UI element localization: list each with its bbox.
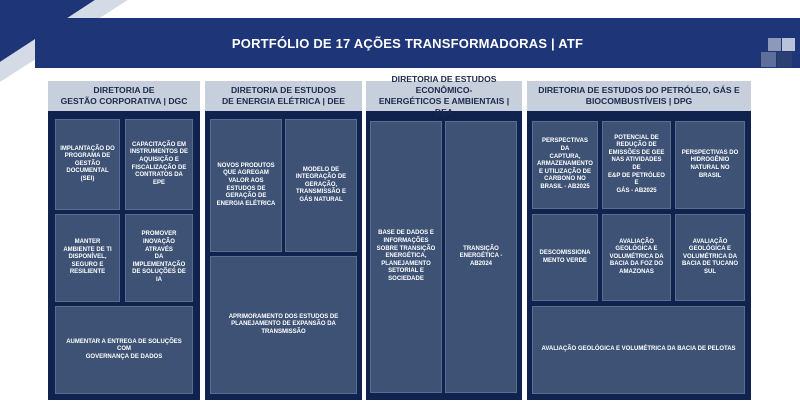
action-card: AUMENTAR A ENTREGA DE SOLUÇÕES COM GOVER…: [55, 306, 193, 394]
action-card: IMPLANTAÇÃO DO PROGRAMA DE GESTÃO DOCUME…: [55, 119, 120, 210]
action-card: PROMOVER INOVAÇÃO ATRAVÉS DA IMPLEMENTAÇ…: [125, 214, 193, 302]
column-header: DIRETORIA DE ESTUDOS DO PETRÓLEO, GÁS E …: [527, 81, 751, 113]
decorative-square: [761, 52, 776, 67]
decorative-square: [777, 52, 792, 67]
action-card: POTENCIAL DE REDUÇÃO DE EMISSÕES DE GEE …: [602, 121, 671, 209]
action-card: CAPACITAÇÃO EM INSTRUMENTOS DE AQUISIÇÃO…: [125, 119, 193, 210]
action-card: MANTER AMBIENTE DE TI DISPONÍVEL, SEGURO…: [55, 214, 120, 302]
action-card: DESCOMISSIONA MENTO VERDE: [532, 214, 598, 301]
decorative-square: [768, 38, 781, 51]
action-card: AVALIAÇÃO GEOLÓGICA E VOLUMÉTRICA DA BAC…: [602, 214, 671, 301]
action-card: AVALIAÇÃO GEOLÓGICA E VOLUMÉTRICA DA BAC…: [532, 306, 745, 394]
title-bar: PORTFÓLIO DE 17 AÇÕES TRANSFORMADORAS | …: [35, 18, 800, 68]
column-header: DIRETORIA DE GESTÃO CORPORATIVA | DGC: [48, 81, 200, 113]
action-card: PERSPECTIVAS DA CAPTURA, ARMAZENAMENTO E…: [532, 121, 598, 209]
action-card: NOVOS PRODUTOS QUE AGREGAM VALOR AOS EST…: [210, 119, 282, 252]
column-dpg: DIRETORIA DE ESTUDOS DO PETRÓLEO, GÁS E …: [527, 81, 751, 400]
action-card: BASE DE DADOS E INFORMAÇÕES SOBRE TRANSI…: [370, 121, 442, 393]
column-header: DIRETORIA DE ESTUDOS DE ENERGIA ELÉTRICA…: [205, 81, 362, 113]
column-dgc: DIRETORIA DE GESTÃO CORPORATIVA | DGC IM…: [48, 81, 200, 400]
action-card: APRIMORAMENTO DOS ESTUDOS DE PLANEJAMENT…: [210, 256, 357, 394]
action-card: TRANSIÇÃO ENERGÉTICA - AB2024: [445, 121, 517, 393]
column-dee: DIRETORIA DE ESTUDOS DE ENERGIA ELÉTRICA…: [205, 81, 362, 400]
action-card: MODELO DE INTEGRAÇÃO DE GERAÇÃO, TRANSMI…: [285, 119, 357, 252]
column-dea: DIRETORIA DE ESTUDOS ECONÔMICO- ENERGÉTI…: [366, 74, 522, 400]
column-header: DIRETORIA DE ESTUDOS ECONÔMICO- ENERGÉTI…: [366, 74, 522, 117]
action-card: PERSPECTIVAS DO HIDROGÊNIO NATURAL NO BR…: [675, 121, 745, 209]
action-card: AVALIAÇÃO GEOLÓGICA E VOLUMÉTRICA DA BAC…: [675, 214, 745, 301]
page-title: PORTFÓLIO DE 17 AÇÕES TRANSFORMADORAS | …: [231, 35, 584, 51]
decorative-square: [782, 38, 795, 51]
